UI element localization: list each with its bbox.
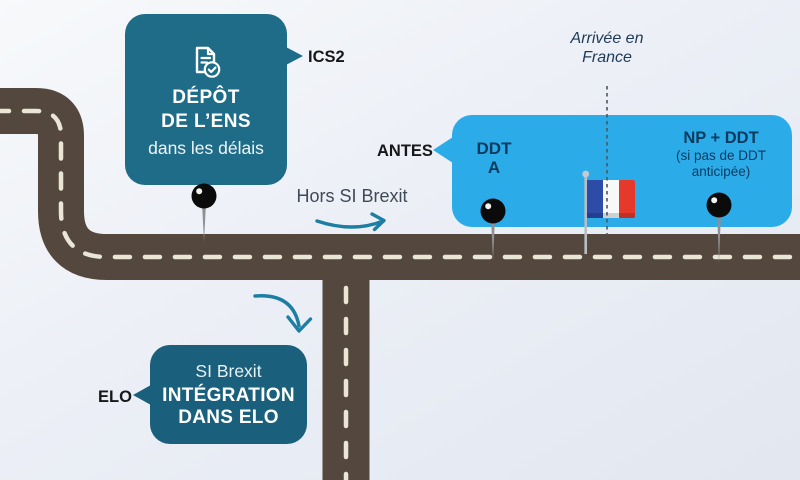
curved-arrow-right-icon bbox=[315, 212, 386, 232]
arrivee-line1: Arrivée en bbox=[570, 30, 644, 47]
elo-bubble-tail bbox=[133, 385, 151, 405]
np-ddt-sub-line2: anticipée) bbox=[691, 163, 751, 179]
france-flag-icon bbox=[582, 170, 635, 254]
ddt-line1: DDT bbox=[476, 139, 512, 158]
hors-si-brexit-label: Hors SI Brexit bbox=[296, 186, 408, 206]
ens-bubble-tail bbox=[284, 46, 303, 66]
antes-tag: ANTES bbox=[377, 142, 433, 160]
elo-line3: DANS ELO bbox=[178, 407, 279, 428]
map-pin-icon bbox=[480, 198, 506, 261]
np-ddt-stop-title: NP + DDT bbox=[683, 129, 759, 147]
map-pin-icon bbox=[706, 192, 732, 263]
np-ddt-sub-line1: (si pas de DDT bbox=[675, 148, 767, 163]
elo-bubble: SI Brexit INTÉGRATION DANS ELO bbox=[150, 345, 307, 444]
ens-subtitle: dans les délais bbox=[148, 137, 264, 158]
ddt-stop-label: DDT A bbox=[477, 139, 512, 177]
ddt-line2: A bbox=[487, 158, 501, 177]
elo-line2: INTÉGRATION bbox=[162, 385, 295, 406]
arrival-dotted-line bbox=[606, 86, 608, 235]
elo-tag: ELO bbox=[98, 388, 132, 406]
ens-title-line2: DE L’ENS bbox=[161, 110, 251, 132]
elo-line1: SI Brexit bbox=[195, 361, 262, 381]
ens-bubble: DÉPÔT DE L’ENS dans les délais bbox=[125, 14, 287, 185]
arrivee-line2: France bbox=[582, 49, 632, 66]
document-check-icon bbox=[195, 46, 221, 78]
curved-arrow-down-icon bbox=[253, 294, 313, 333]
antes-bubble-tail bbox=[433, 137, 453, 163]
np-ddt-stop-subtitle: (si pas de DDT anticipée) bbox=[676, 148, 766, 179]
map-pin-icon bbox=[191, 183, 217, 242]
road-center-line-dashes bbox=[0, 108, 800, 260]
ens-title-line1: DÉPÔT bbox=[172, 86, 240, 108]
ics2-tag: ICS2 bbox=[308, 48, 345, 66]
arrivee-en-france-label: Arrivée en France bbox=[571, 29, 644, 67]
